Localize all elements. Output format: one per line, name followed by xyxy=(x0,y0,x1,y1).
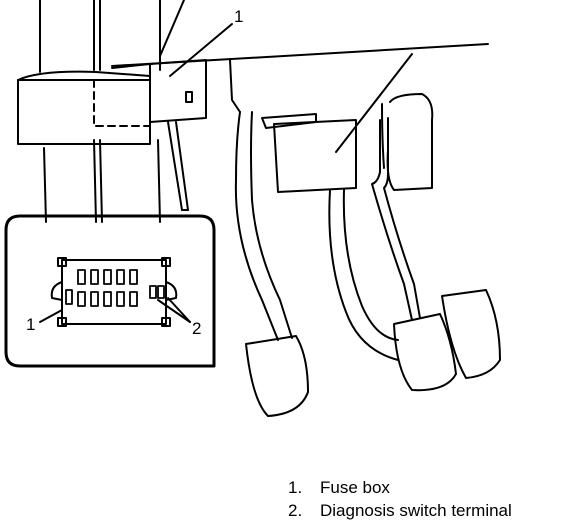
legend-text: Diagnosis switch terminal xyxy=(320,501,512,520)
fuse-slots xyxy=(65,269,138,307)
legend-text: Fuse box xyxy=(320,478,390,497)
legend: 1. Fuse box 2. Diagnosis switch terminal xyxy=(288,476,512,522)
dash-panel xyxy=(111,43,489,113)
legend-item-diagnosis-terminal: 2. Diagnosis switch terminal xyxy=(288,499,512,522)
brake-bracket xyxy=(273,53,434,193)
inset-callout-1-label: 1 xyxy=(26,315,35,334)
steering-column xyxy=(17,0,185,223)
brake-pedal xyxy=(328,189,457,392)
inset-callout-2-label: 2 xyxy=(192,319,201,338)
legend-number: 1. xyxy=(288,478,303,497)
callout-1-leader xyxy=(169,23,233,77)
legend-number: 2. xyxy=(288,501,303,520)
callout-1-label: 1 xyxy=(234,7,243,26)
diagnosis-switch-terminal xyxy=(149,285,165,299)
inset-callout-1-leader xyxy=(39,309,63,323)
accelerator-pedal xyxy=(371,117,501,379)
inset-callout-2-leader xyxy=(157,299,191,323)
fuse-box-inset xyxy=(4,214,216,368)
legend-item-fuse-box: 1. Fuse box xyxy=(288,476,512,499)
